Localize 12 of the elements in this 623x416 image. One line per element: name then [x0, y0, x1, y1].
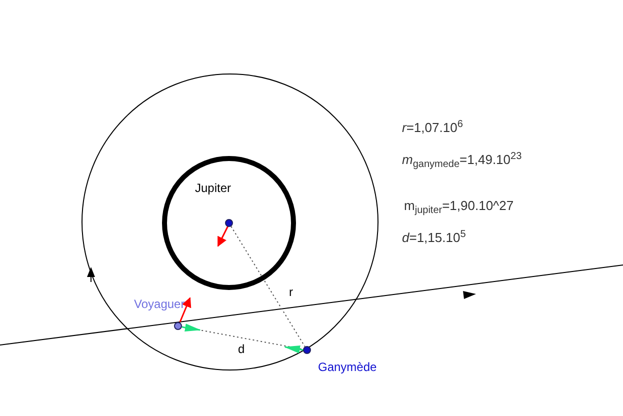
- point-marker: [303, 346, 311, 354]
- point-marker: [225, 219, 233, 227]
- formula-text: d=1,15.10$^{5}$: [402, 228, 466, 247]
- point-marker: [174, 322, 182, 330]
- point-label: Ganymède: [318, 359, 377, 376]
- formula-text: m$_{ganymede}$=1,49.10$^{23}$: [402, 150, 522, 170]
- formula-text: m$_{jupiter}$=1,90.10^27: [404, 197, 514, 216]
- edge-label: d: [237, 343, 246, 355]
- connector-line: [230, 226, 306, 348]
- planet-name: Jupiter: [195, 180, 232, 197]
- point-label: Voyaguer: [134, 296, 185, 313]
- formula-text: r=1,07.10$^{6}$: [402, 118, 463, 137]
